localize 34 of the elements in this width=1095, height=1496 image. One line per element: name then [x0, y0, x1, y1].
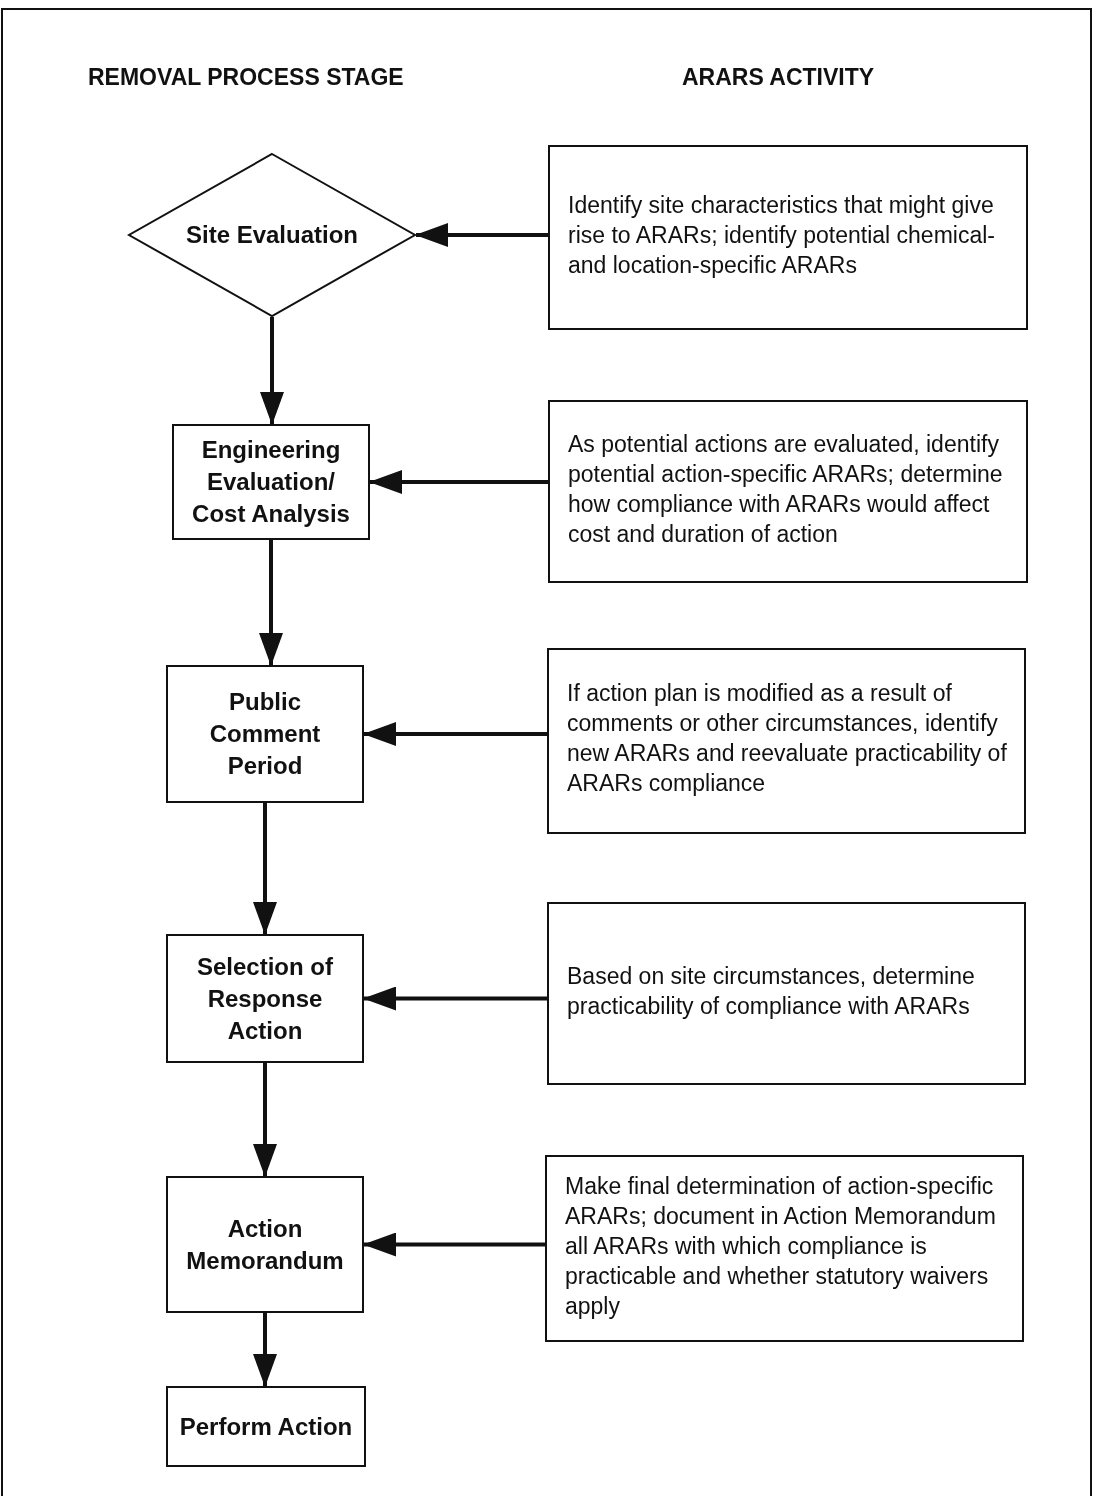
- column-heading: ARARS ACTIVITY: [682, 64, 875, 91]
- arrow: [363, 986, 547, 1011]
- activity-text: If action plan is modified as a result of comments or other circumstances, identify new ARARs and reevaluate practicability of ARARs compliance: [567, 679, 1008, 798]
- arrow: [259, 540, 283, 666]
- activity-box: [548, 400, 1028, 583]
- arrow: [253, 1063, 277, 1177]
- process-box: [172, 424, 370, 540]
- stage-label: Action Memorandum: [185, 1213, 345, 1276]
- process-box: [166, 1386, 366, 1467]
- process-box: [166, 934, 364, 1063]
- activity-box: [545, 1155, 1024, 1342]
- activity-text: Make final determination of action-specific ARARs; document in Action Memorandum all ARARs with which compliance is practicable and whether statutory waivers apply: [565, 1171, 997, 1321]
- decision-diamond: [128, 153, 416, 317]
- activity-text: Identify site characteristics that might give rise to ARARs; identify potential chemical- and location-specific ARARs: [568, 190, 996, 280]
- process-box: [166, 665, 364, 803]
- arrow: [253, 803, 277, 935]
- activity-text: Based on site circumstances, determine practicability of compliance with ARARs: [567, 961, 976, 1021]
- column-heading: REMOVAL PROCESS STAGE: [88, 64, 404, 91]
- arrow: [260, 317, 284, 425]
- stage-label: Perform Action: [179, 1411, 353, 1442]
- stage-label: Public Comment Period: [208, 687, 322, 781]
- stage-label: Selection of Response Action: [196, 951, 334, 1046]
- activity-box: [547, 902, 1026, 1085]
- activity-text: As potential actions are evaluated, identify potential action-specific ARARs; determine how compliance with ARARs would affect cost and duration of action: [568, 429, 1004, 549]
- activity-box: [548, 145, 1028, 330]
- activity-box: [547, 648, 1026, 834]
- process-box: [166, 1176, 364, 1313]
- arrow: [415, 223, 548, 247]
- arrow: [363, 1232, 545, 1257]
- arrow: [369, 470, 548, 494]
- arrow: [253, 1313, 277, 1387]
- stage-label: Site Evaluation: [185, 220, 358, 250]
- stage-label: Engineering Evaluation/ Cost Analysis: [191, 435, 351, 529]
- arrow: [363, 722, 547, 746]
